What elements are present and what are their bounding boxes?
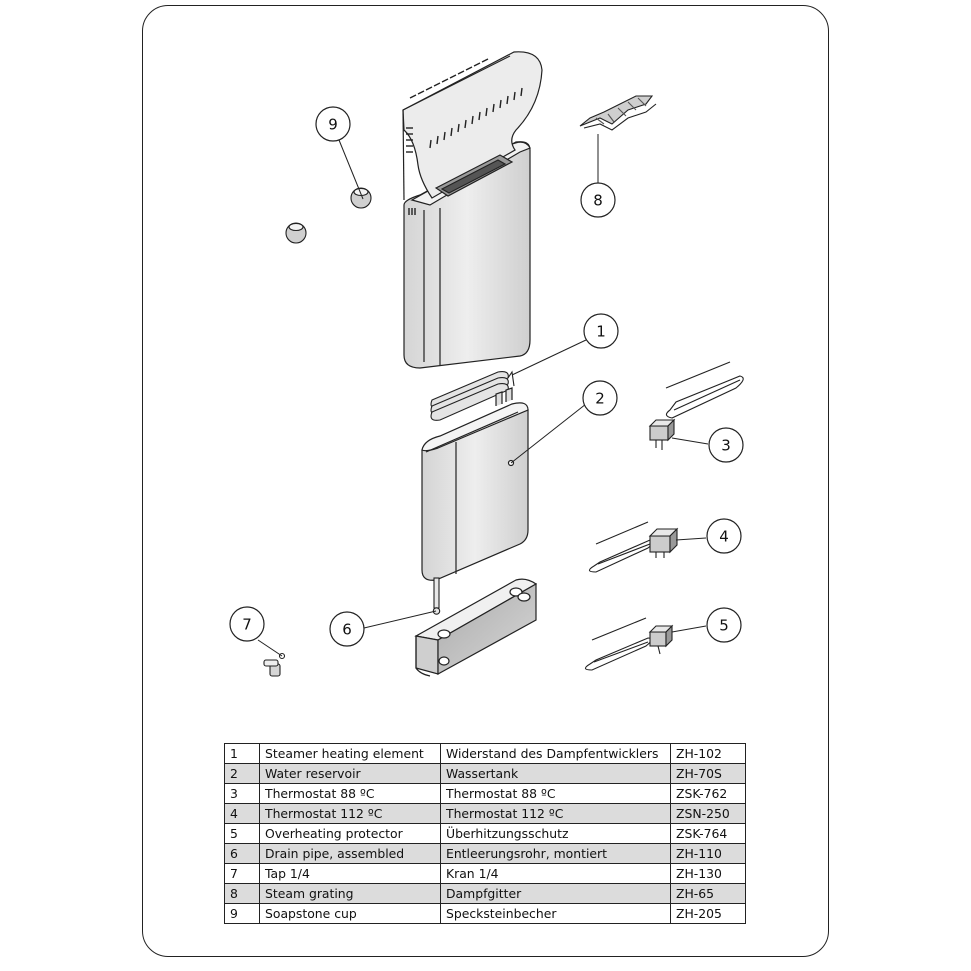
part-name-german: Dampfgitter [440,883,671,904]
part-code: ZSK-764 [670,823,746,844]
steamer-housing [402,51,543,369]
callout-label: 1 [596,323,606,341]
part-name-german: Wassertank [440,763,671,784]
table-row: 4 Thermostat 112 ºC Thermostat 112 ºC ZS… [224,803,746,824]
part-code: ZH-65 [670,883,746,904]
table-row: 5 Overheating protector Überhitzungsschu… [224,823,746,844]
leader-line-7 [257,639,283,657]
parts-table: 1 Steamer heating element Widerstand des… [224,743,746,924]
leader-line-9 [338,139,364,200]
callout-7: 7 [229,606,265,642]
part-name-german: Specksteinbecher [440,903,671,924]
thermostat-112 [588,521,679,573]
table-row: 2 Water reservoir Wassertank ZH-70S [224,763,746,784]
part-name-english: Tap 1/4 [259,863,441,884]
part-name-german: Kran 1/4 [440,863,671,884]
leader-line-6 [363,610,437,629]
table-row: 9 Soapstone cup Specksteinbecher ZH-205 [224,903,746,924]
steam-grating [579,95,657,131]
part-number: 3 [224,783,260,804]
part-name-english: Thermostat 112 ºC [259,803,441,824]
part-name-english: Overheating protector [259,823,441,844]
callout-label: 5 [719,617,729,635]
part-code: ZH-130 [670,863,746,884]
part-name-english: Water reservoir [259,763,441,784]
part-name-german: Thermostat 112 ºC [440,803,671,824]
tap [263,652,286,677]
table-row: 8 Steam grating Dampfgitter ZH-65 [224,883,746,904]
part-code: ZSN-250 [670,803,746,824]
part-number: 6 [224,843,260,864]
table-row: 6 Drain pipe, assembled Entleerungsrohr,… [224,843,746,864]
callout-label: 8 [593,192,603,210]
part-name-english: Thermostat 88 ºC [259,783,441,804]
callout-3: 3 [708,427,744,463]
part-name-german: Thermostat 88 ºC [440,783,671,804]
callout-4: 4 [706,518,742,554]
callout-8: 8 [580,182,616,218]
part-number: 5 [224,823,260,844]
callout-6: 6 [329,611,365,647]
part-name-german: Widerstand des Dampfentwicklers [440,743,671,764]
callout-label: 9 [328,116,338,134]
callout-label: 7 [242,616,252,634]
part-code: ZH-102 [670,743,746,764]
callout-label: 4 [719,528,729,546]
thermostat-88 [648,361,744,450]
part-number: 4 [224,803,260,824]
drain-pipe [432,577,441,615]
part-code: ZH-70S [670,763,746,784]
leader-line-2 [510,403,587,464]
exploded-parts-diagram: 1 2 3 4 5 6 7 8 9 [229,51,744,677]
table-row: 3 Thermostat 88 ºC Thermostat 88 ºC ZSK-… [224,783,746,804]
part-name-german: Überhitzungsschutz [440,823,671,844]
part-name-english: Steam grating [259,883,441,904]
callout-label: 3 [721,437,731,455]
leader-line-3 [671,437,709,445]
water-reservoir [421,387,529,581]
part-code: ZSK-762 [670,783,746,804]
part-number: 8 [224,883,260,904]
part-number: 1 [224,743,260,764]
page-frame [142,5,829,957]
table-row: 7 Tap 1/4 Kran 1/4 ZH-130 [224,863,746,884]
part-number: 9 [224,903,260,924]
soapstone-cups [285,187,372,244]
callout-label: 6 [342,621,352,639]
part-name-german: Entleerungsrohr, montiert [440,843,671,864]
housing-vents [406,58,523,215]
part-code: ZH-110 [670,843,746,864]
leader-line-1 [511,339,587,376]
part-number: 7 [224,863,260,884]
part-name-english: Steamer heating element [259,743,441,764]
base-tray [414,578,538,677]
leader-line-4 [675,537,707,541]
part-name-english: Drain pipe, assembled [259,843,441,864]
callout-2: 2 [582,380,618,416]
leader-line-5 [671,625,707,633]
callout-1: 1 [583,313,619,349]
overheating-protector [584,617,674,671]
part-code: ZH-205 [670,903,746,924]
part-name-english: Soapstone cup [259,903,441,924]
callout-label: 2 [595,390,605,408]
part-number: 2 [224,763,260,784]
callout-5: 5 [706,607,742,643]
table-row: 1 Steamer heating element Widerstand des… [224,743,746,764]
callout-9: 9 [315,106,351,142]
